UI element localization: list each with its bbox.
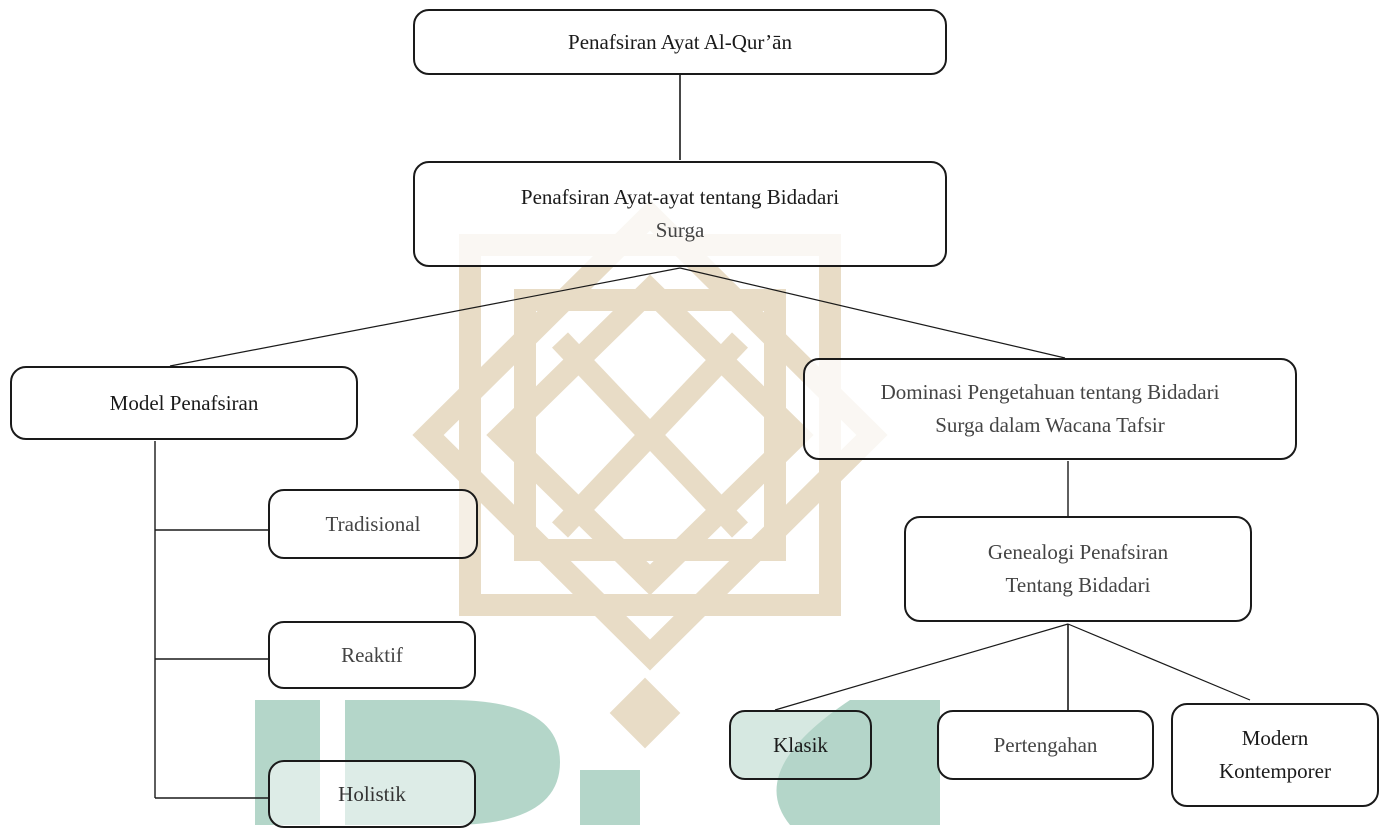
node-holistik: Holistik (268, 760, 476, 828)
node-genealogi: Genealogi Penafsiran Tentang Bidadari (904, 516, 1252, 622)
node-genealogi-line1: Genealogi Penafsiran (987, 540, 1169, 565)
node-model-label: Model Penafsiran (109, 390, 259, 415)
node-topic: Penafsiran Ayat-ayat tentang Bidadari Su… (413, 161, 947, 267)
node-reaktif-label: Reaktif (341, 642, 403, 667)
node-dominasi-line2: Surga dalam Wacana Tafsir (935, 413, 1165, 437)
node-modern-line1: Modern (1241, 726, 1309, 751)
node-topic-line1: Penafsiran Ayat-ayat tentang Bidadari (520, 185, 840, 210)
node-tradisional: Tradisional (268, 489, 478, 559)
node-klasik-label: Klasik (773, 732, 828, 757)
connector-genealogi-modern (1067, 623, 1251, 701)
node-root-label: Penafsiran Ayat Al-Qur’ān (568, 29, 792, 54)
node-pertengahan-label: Pertengahan (993, 732, 1098, 757)
node-modern-line2: Kontemporer (1219, 759, 1331, 783)
node-modern-kontemporer: Modern Kontemporer (1171, 703, 1379, 807)
node-holistik-label: Holistik (338, 781, 406, 806)
node-root: Penafsiran Ayat Al-Qur’ān (413, 9, 947, 75)
node-dominasi-line1: Dominasi Pengetahuan tentang Bidadari (880, 380, 1220, 405)
node-reaktif: Reaktif (268, 621, 476, 689)
node-pertengahan: Pertengahan (937, 710, 1154, 780)
node-klasik: Klasik (729, 710, 872, 780)
node-topic-line2: Surga (655, 218, 705, 242)
node-model: Model Penafsiran (10, 366, 358, 440)
connector-topic-model (169, 267, 681, 367)
connector-topic-dominasi (679, 267, 1066, 359)
node-tradisional-label: Tradisional (325, 511, 421, 536)
node-genealogi-line2: Tentang Bidadari (1005, 573, 1151, 597)
node-dominasi: Dominasi Pengetahuan tentang Bidadari Su… (803, 358, 1297, 460)
connector-genealogi-klasik (774, 623, 1069, 711)
